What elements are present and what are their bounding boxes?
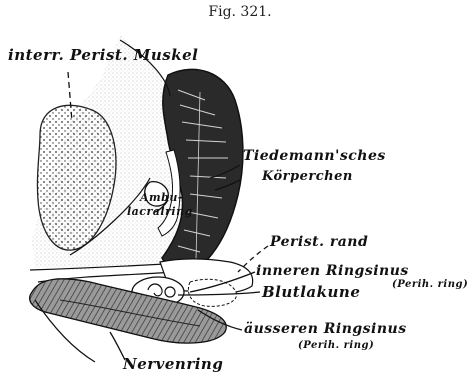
label-perih-ring-2: (Perih. ring) [298, 340, 374, 351]
label-tiedemann-2: Körperchen [262, 169, 353, 184]
label-ambulacral-1: Ambu- [140, 191, 183, 204]
label-tiedemann-1: Tiedemann'sches [243, 148, 386, 164]
label-perist-muscle: interr. Perist. Muskel [8, 46, 198, 64]
label-ambulacral-2: lacralring [127, 205, 193, 218]
label-outer-ring-sinus: äusseren Ringsinus [244, 321, 407, 337]
label-nervenring: Nervenring [123, 355, 223, 373]
label-inner-ring-sinus: inneren Ringsinus [256, 263, 409, 279]
figure-caption: Fig. 321. [200, 4, 280, 20]
label-perist-rand: Perist. rand [270, 234, 368, 250]
label-blutlakune: Blutlakune [262, 283, 360, 301]
label-perih-ring-1: (Perih. ring) [392, 279, 468, 290]
blood-lacuna [165, 287, 175, 297]
